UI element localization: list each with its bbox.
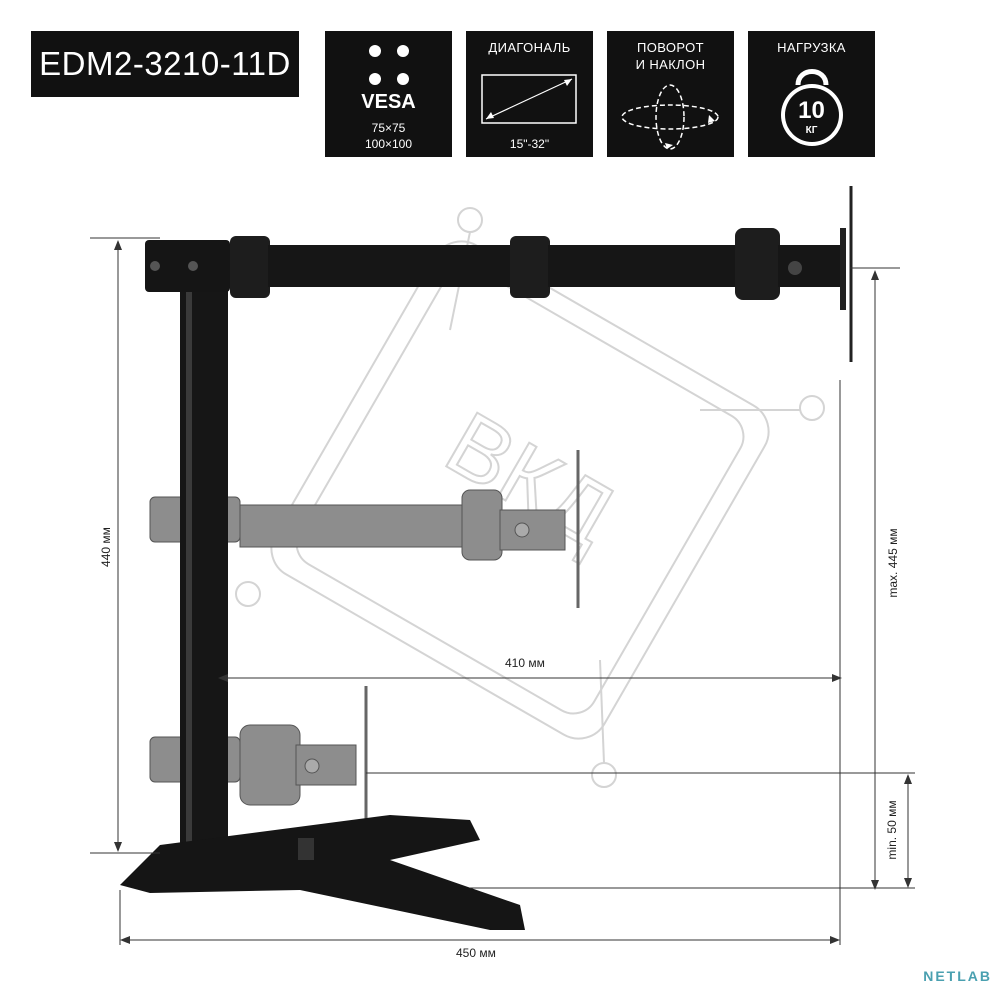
diagonal-range: 15"-32" [509, 137, 550, 151]
vesa-size-2: 100×100 [364, 137, 413, 151]
rotation-header-1: ПОВОРОТ [636, 40, 705, 55]
load-value: 10 [798, 97, 825, 124]
load-header: НАГРУЗКА [777, 40, 846, 55]
rotation-header-2: И НАКЛОН [635, 57, 706, 72]
vesa-holes-icon [367, 43, 411, 87]
screen-diagonal-icon [481, 74, 577, 124]
diagonal-spec-badge: ДИАГОНАЛЬ 15"-32" [466, 31, 593, 157]
load-spec-badge: НАГРУЗКА 10 КГ [748, 31, 875, 157]
netlab-logo: NETLAB [923, 968, 992, 984]
max-height-label: max. 445 мм [886, 528, 900, 598]
dimension-lines [90, 237, 915, 945]
load-unit: КГ [805, 125, 818, 136]
min-height-label: min. 50 мм [885, 800, 899, 860]
vesa-title: VESA [361, 91, 416, 113]
base-width-label: 450 мм [456, 946, 496, 960]
model-badge: EDM2-3210-11D [31, 31, 299, 97]
diagonal-header: ДИАГОНАЛЬ [488, 40, 571, 55]
vesa-size-1: 75×75 [371, 121, 406, 135]
base [120, 815, 525, 930]
rotate-tilt-icon [621, 84, 719, 150]
arm-length-label: 410 мм [505, 656, 545, 670]
vesa-spec-badge: VESA 75×75 100×100 [325, 31, 452, 157]
rotation-spec-badge: ПОВОРОТ И НАКЛОН [607, 31, 734, 157]
watermark-stamp [235, 207, 825, 788]
height-total-label: 440 мм [99, 527, 113, 567]
top-arm [145, 186, 853, 362]
kettlebell-icon [781, 69, 843, 146]
